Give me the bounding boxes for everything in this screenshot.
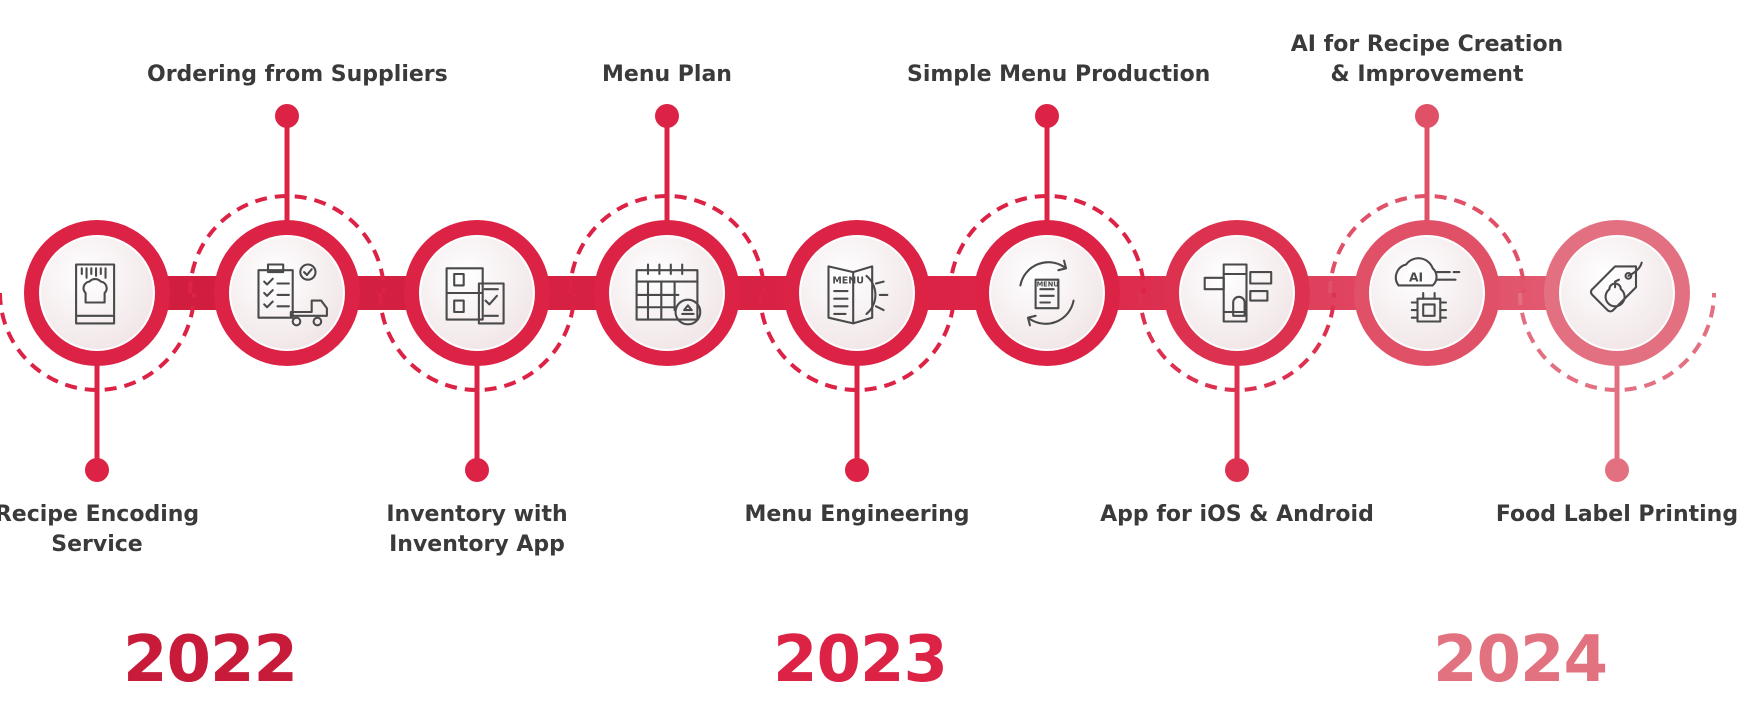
menu-cycle-icon: MENU (1019, 259, 1075, 327)
calendar-icon (635, 263, 702, 326)
dashed-arc (1518, 292, 1716, 392)
inventory-app-icon (445, 267, 505, 325)
dashed-arc (0, 292, 196, 392)
milestone-node (404, 220, 550, 366)
node-face (989, 235, 1105, 351)
stem-dot (655, 104, 679, 128)
milestone-label-line: Menu Plan (602, 62, 732, 87)
year-label-2023: 2023 (772, 623, 948, 697)
node-face (799, 235, 915, 351)
milestone-label-line: Simple Menu Production (907, 62, 1211, 87)
milestone-label-line: App for iOS & Android (1100, 502, 1374, 527)
dashed-arc (188, 194, 386, 294)
stem-dot (1415, 104, 1439, 128)
milestone-label: App for iOS & Android (1097, 500, 1377, 530)
milestone-label: Ordering from Suppliers (147, 60, 448, 90)
stem-dot (1225, 458, 1249, 482)
milestone-label-line: AI for Recipe Creation (1290, 32, 1564, 57)
stem-dot (845, 458, 869, 482)
year-label-2024: 2024 (1432, 623, 1608, 697)
stem-dot (1605, 458, 1629, 482)
milestone-label: Simple Menu Production (907, 60, 1211, 90)
milestone-label: Menu Plan (527, 60, 807, 90)
dashed-arc (568, 194, 766, 294)
milestone-node (1544, 220, 1690, 366)
node-face (609, 235, 725, 351)
milestone-label-line: Inventory App (389, 532, 565, 557)
food-label-icon (1589, 261, 1643, 313)
milestone-label-line: Ordering from Suppliers (147, 62, 448, 87)
milestone-label-line: Food Label Printing (1495, 502, 1739, 527)
stem-dot (465, 458, 489, 482)
recipe-book-icon (75, 263, 116, 325)
milestone-node: MENU (784, 220, 930, 366)
ai-chip-icon: AI (1394, 257, 1461, 323)
milestone-label-line: & Improvement (1330, 62, 1524, 87)
svg-text:AI: AI (1409, 271, 1423, 285)
milestone-label-line: Service (51, 532, 143, 557)
dashed-arc (758, 292, 956, 392)
stem-dot (85, 458, 109, 482)
milestone-label-line: Recipe Encoding (0, 502, 200, 527)
milestone-node: MENU (974, 220, 1120, 366)
node-face (1559, 235, 1675, 351)
dashed-arc (948, 194, 1146, 294)
node-face (1179, 235, 1295, 351)
milestone-node: AI (1354, 220, 1500, 366)
milestone-label: Menu Engineering (717, 500, 997, 530)
node-face (1369, 235, 1485, 351)
mobile-app-icon (1203, 263, 1273, 323)
svg-text:MENU: MENU (832, 276, 864, 287)
milestone-label: Food Label Printing (1477, 500, 1752, 530)
milestone-node (594, 220, 740, 366)
stem-dot (1035, 104, 1059, 128)
dashed-arc (378, 292, 576, 392)
stem-dot (275, 104, 299, 128)
milestone-label: AI for Recipe Creation & Improvement (1287, 30, 1567, 90)
node-face (229, 235, 345, 351)
milestone-label-line: Inventory with (386, 502, 568, 527)
node-face (39, 235, 155, 351)
milestone-node (214, 220, 360, 366)
svg-text:MENU: MENU (1037, 280, 1059, 288)
milestone-label-line: Menu Engineering (744, 502, 970, 527)
menu-gear-icon: MENU (827, 265, 889, 325)
milestone-node (24, 220, 170, 366)
dashed-arc (1328, 194, 1526, 294)
year-label-2022: 2022 (122, 623, 298, 697)
dashed-arc (1138, 292, 1336, 392)
milestone-node (1164, 220, 1310, 366)
supplier-order-icon (257, 263, 328, 327)
